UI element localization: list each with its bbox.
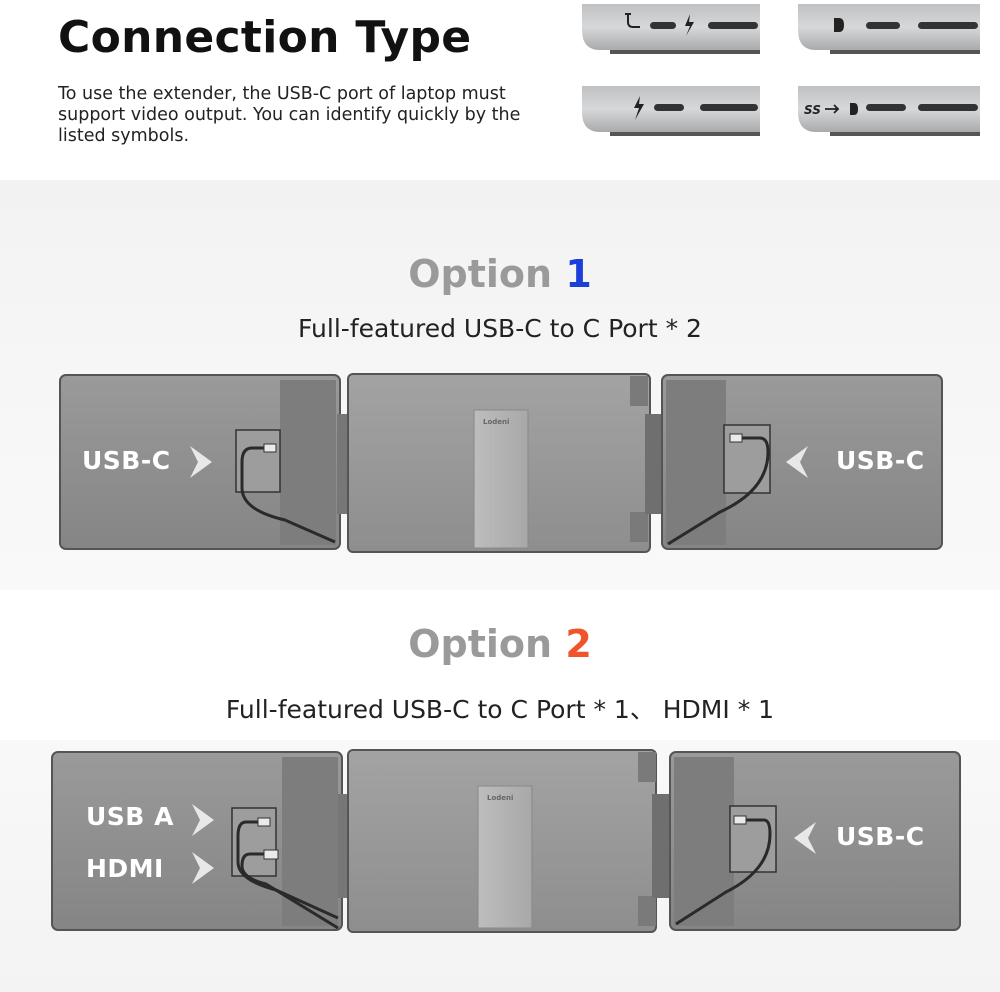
option2-left-label-hdmi: HDMI: [86, 854, 164, 883]
option2-title: Option 2: [0, 622, 1000, 666]
superspeed-usb-displayport-icon: SS: [804, 103, 821, 117]
page-description: To use the extender, the USB-C port of l…: [58, 84, 521, 146]
arrow-left-icon: [794, 822, 816, 854]
option1-title-word: Option: [408, 252, 553, 296]
option1-center-monitor: Lodeni: [337, 373, 663, 553]
option1-right-label: USB-C: [836, 446, 925, 475]
brand-logo: Lodeni: [487, 794, 513, 802]
option1-left-label: USB-C: [82, 446, 171, 475]
option2-left-monitor: [51, 751, 343, 931]
arrow-right-icon: [192, 852, 214, 884]
option2-left-label-usb-a: USB A: [86, 802, 174, 831]
thunderbolt-icon: [685, 14, 694, 36]
option2-right-label: USB-C: [836, 822, 925, 851]
laptop-port-thunderbolt: [582, 86, 760, 136]
option2-subtitle: Full-featured USB-C to C Port * 1、 HDMI …: [225, 695, 775, 724]
option2-center-monitor: Lodeni: [338, 749, 670, 933]
option1-title: Option 1: [0, 252, 1000, 296]
option2-number: 2: [565, 622, 592, 666]
option1-left-monitor: [59, 374, 341, 550]
option1-right-monitor: [661, 374, 943, 550]
option2-title-word: Option: [408, 622, 553, 666]
page-title: Connection Type: [58, 12, 472, 63]
option1-subtitle: Full-featured USB-C to C Port * 2: [298, 314, 702, 343]
laptop-port-images: SS: [582, 4, 980, 136]
option2-right-monitor: [669, 751, 961, 931]
usb-c-power-icon: [625, 13, 640, 28]
laptop-port-superspeed-dp: SS: [798, 86, 980, 136]
arrow-right-icon: [192, 804, 214, 836]
displayport-icon: [834, 18, 844, 32]
option1-number: 1: [565, 252, 592, 296]
arrow-right-icon: [190, 446, 212, 478]
arrow-left-icon: [786, 446, 808, 478]
thunderbolt-icon: [634, 96, 644, 120]
laptop-port-displayport: [798, 4, 980, 54]
brand-logo: Lodeni: [483, 418, 509, 426]
laptop-port-thunderbolt-power: [582, 4, 760, 54]
option2-background: [0, 590, 1000, 740]
